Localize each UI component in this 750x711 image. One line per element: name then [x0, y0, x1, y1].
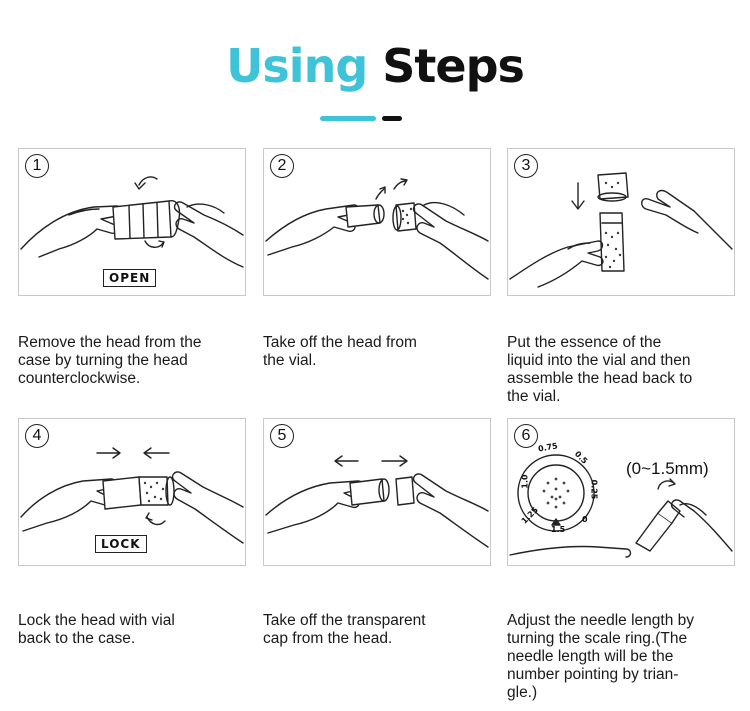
ring-label: 0 — [582, 515, 588, 524]
step-number-badge: 4 — [25, 424, 49, 448]
step-number-badge: 1 — [25, 154, 49, 178]
caption-line: Take off the transparent — [263, 612, 426, 629]
caption-line: needle length will be the — [507, 648, 674, 665]
open-tag-label: OPEN — [109, 271, 151, 285]
caption-line: Adjust the needle length by — [507, 612, 694, 629]
lock-tag: LOCK — [95, 535, 147, 553]
step-5-illustration: 5 — [263, 418, 491, 566]
step-3-caption: Put the essence of the liquid into the v… — [507, 334, 739, 406]
step-5-caption: Take off the transparent cap from the he… — [263, 612, 495, 648]
step-2-caption: Take off the head from the vial. — [263, 334, 495, 370]
page-title: Using Steps — [0, 36, 750, 96]
step-4-caption: Lock the head with vial back to the case… — [18, 612, 250, 648]
caption-line: liquid into the vial and then — [507, 352, 691, 369]
step-6-illustration: 0.75 0.5 0.25 0 1.5 1.25 1.0 (0~1.5mm) 6 — [507, 418, 735, 566]
caption-line: Lock the head with vial — [18, 612, 175, 629]
caption-line: Put the essence of the — [507, 334, 662, 351]
step-4-illustration: 4 LOCK — [18, 418, 246, 566]
step-number-badge: 3 — [514, 154, 538, 178]
lock-tag-label: LOCK — [101, 537, 141, 551]
open-tag: OPEN — [103, 269, 157, 287]
caption-line: cap from the head. — [263, 630, 393, 647]
caption-line: gle.) — [507, 684, 538, 701]
caption-line: turning the scale ring.(The — [507, 630, 688, 647]
step-1-caption: Remove the head from the case by turning… — [18, 334, 250, 388]
ring-label: 1.0 — [520, 474, 530, 489]
caption-line: the vial. — [263, 352, 317, 369]
caption-line: the vial. — [507, 388, 561, 405]
step-2-illustration: 2 — [263, 148, 491, 296]
caption-line: counterclockwise. — [18, 370, 141, 387]
step-6-caption: Adjust the needle length by turning the … — [507, 612, 739, 702]
ring-label: 1.5 — [551, 525, 566, 534]
step-3-illustration: 3 — [507, 148, 735, 296]
step-number-badge: 5 — [270, 424, 294, 448]
caption-line: Take off the head from — [263, 334, 417, 351]
title-underline-accent — [320, 116, 376, 121]
step-number-badge: 2 — [270, 154, 294, 178]
step-number-badge: 6 — [514, 424, 538, 448]
ring-label: 0.25 — [589, 479, 599, 500]
needle-range-label: (0~1.5mm) — [626, 459, 709, 478]
title-word-steps: Steps — [382, 39, 525, 93]
caption-line: back to the case. — [18, 630, 136, 647]
title-word-using: Using — [226, 39, 368, 93]
step-1-illustration: 1 OPEN — [18, 148, 246, 296]
caption-line: assemble the head back to — [507, 370, 693, 387]
caption-line: number pointing by trian- — [507, 666, 679, 683]
title-underline-dark — [382, 116, 402, 121]
caption-line: case by turning the head — [18, 352, 188, 369]
caption-line: Remove the head from the — [18, 334, 202, 351]
